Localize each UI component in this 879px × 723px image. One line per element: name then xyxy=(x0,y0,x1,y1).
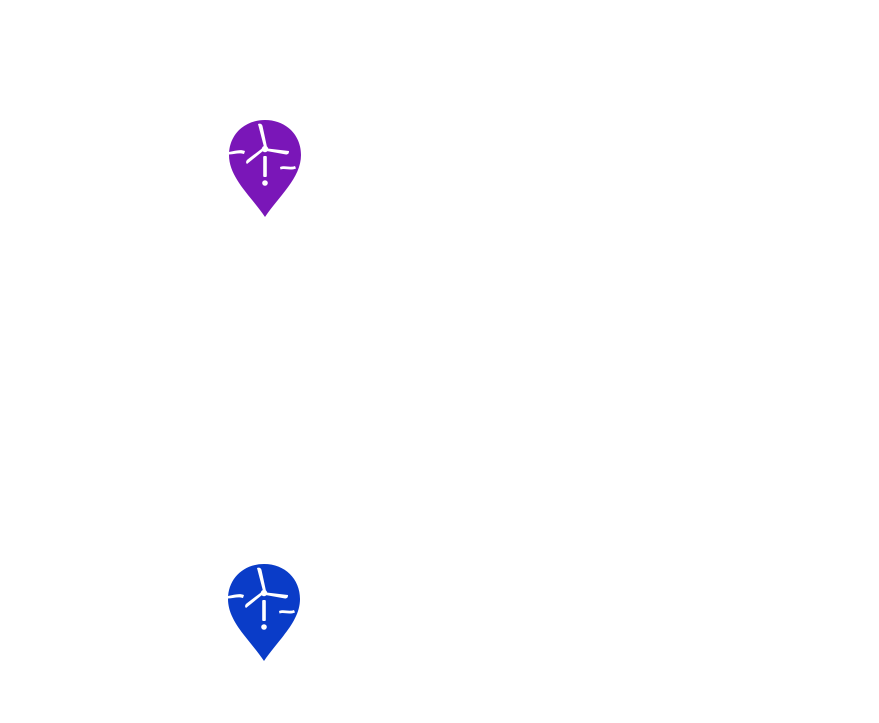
wind-turbine-marker-purple[interactable] xyxy=(227,118,303,218)
wind-turbine-marker-icon xyxy=(228,564,300,661)
wind-turbine-marker-icon xyxy=(229,120,301,217)
wind-turbine-marker-blue[interactable] xyxy=(226,562,302,662)
